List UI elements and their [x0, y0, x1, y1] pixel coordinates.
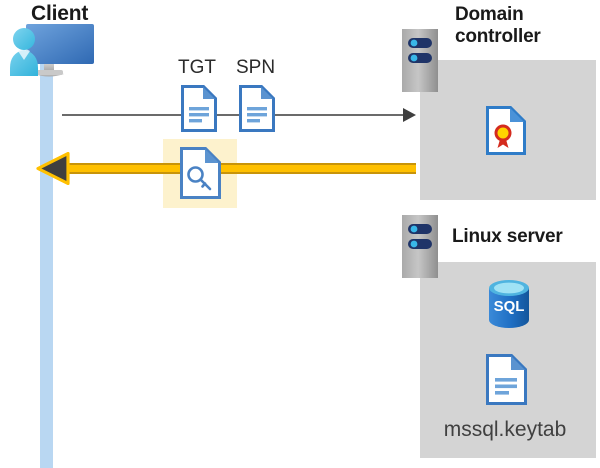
keytab-document-icon: [486, 354, 527, 405]
client-title: Client: [31, 2, 89, 25]
client-lifeline: [40, 64, 53, 468]
domain-controller-rack-icon: [402, 29, 438, 92]
response-arrow-line: [58, 163, 416, 174]
keytab-caption: mssql.keytab: [443, 418, 567, 441]
request-arrow-line: [62, 114, 412, 116]
sql-database-icon: SQL: [487, 279, 531, 329]
document-key-icon: [180, 147, 221, 199]
tgt-document-icon: [181, 85, 217, 132]
certificate-document-icon: [486, 106, 526, 155]
spn-document-icon: [239, 85, 275, 132]
response-arrow-head: [36, 151, 70, 186]
user-workstation-icon: [8, 22, 96, 84]
domain-controller-title: Domain controller: [455, 4, 541, 48]
linux-server-rack-icon: [402, 215, 438, 278]
spn-label: SPN: [236, 57, 276, 78]
request-arrow-head: [403, 108, 416, 122]
linux-server-title: Linux server: [452, 226, 563, 247]
tgt-label: TGT: [178, 57, 216, 78]
sql-label: SQL: [494, 298, 525, 315]
